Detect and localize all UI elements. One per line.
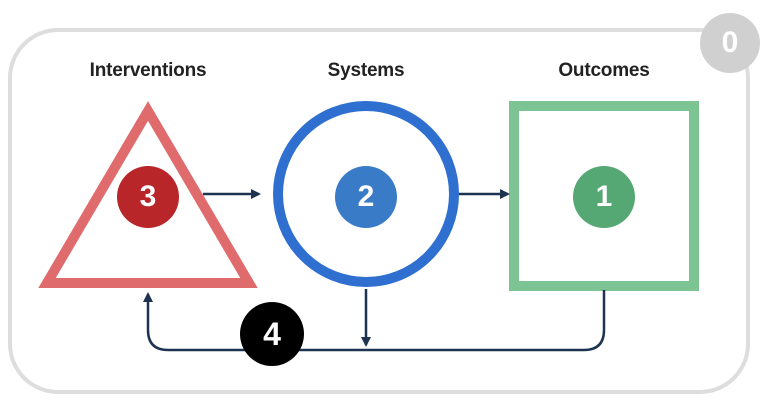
systems-number-badge: 2 bbox=[335, 166, 397, 228]
systems-heading: Systems bbox=[327, 60, 405, 81]
outcomes-square bbox=[509, 101, 699, 291]
feedback-loop-badge: 4 bbox=[240, 302, 304, 366]
outcomes-heading: Outcomes bbox=[558, 60, 650, 81]
outer-frame bbox=[8, 28, 750, 394]
outcomes-number-badge: 1 bbox=[573, 166, 635, 228]
feedback-loop-path bbox=[143, 290, 606, 352]
frame-number-badge: 0 bbox=[700, 13, 760, 73]
interventions-heading: Interventions bbox=[89, 60, 207, 81]
interventions-triangle bbox=[38, 101, 258, 288]
interventions-number-badge: 3 bbox=[117, 166, 179, 228]
systems-circle bbox=[273, 101, 459, 287]
